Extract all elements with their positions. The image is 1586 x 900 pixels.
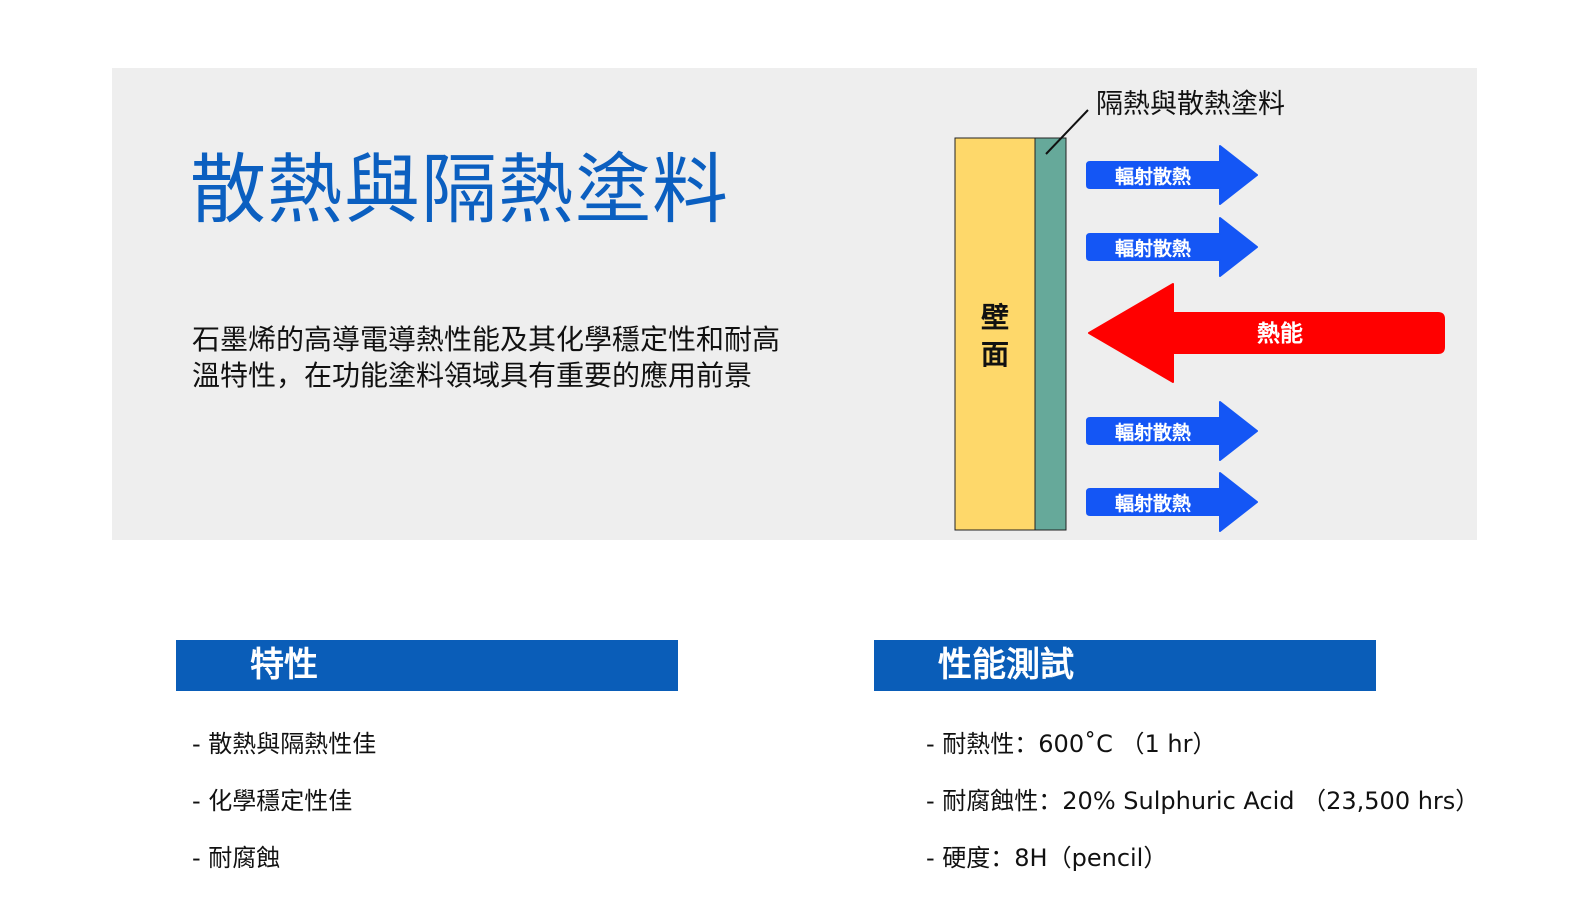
radiation-label: 輻射散熱: [1115, 492, 1191, 515]
heat-label: 熱能: [1257, 320, 1303, 347]
description-line-1: 石墨烯的高導電導熱性能及其化學穩定性和耐高: [192, 323, 781, 356]
radiation-arrow-shape: [1086, 472, 1258, 532]
list-item: - 硬度：8H（pencil）: [926, 844, 1168, 872]
radiation-arrow: 輻射散熱: [1086, 145, 1258, 205]
radiation-arrow: 輻射散熱: [1086, 472, 1258, 532]
tests-list: - 耐熱性：600˚C （1 hr） - 耐腐蝕性：20% Sulphuric …: [926, 729, 1479, 900]
coating-layer: [1034, 137, 1067, 531]
description-line-2: 溫特性，在功能塗料領域具有重要的應用前景: [192, 359, 753, 392]
radiation-label: 輻射散熱: [1115, 421, 1191, 444]
list-item: - 化學穩定性佳: [192, 787, 353, 815]
properties-header-label: 特性: [250, 645, 318, 685]
properties-list: - 散熱與隔熱性佳 - 化學穩定性佳 - 耐腐蝕: [192, 729, 376, 900]
wall-label-2: 面: [981, 338, 1009, 371]
wall-label-1: 壁: [981, 301, 1009, 334]
list-item: - 散熱與隔熱性佳: [192, 730, 377, 758]
properties-header: 特性: [176, 640, 678, 691]
radiation-label: 輻射散熱: [1115, 165, 1191, 188]
radiation-arrow-shape: [1086, 145, 1258, 205]
radiation-arrow-shape: [1086, 401, 1258, 461]
tests-header-label: 性能測試: [938, 645, 1074, 685]
wall-block: [954, 137, 1036, 531]
radiation-label: 輻射散熱: [1115, 237, 1191, 260]
radiation-arrow: 輻射散熱: [1086, 401, 1258, 461]
list-item: - 耐熱性：600˚C （1 hr）: [926, 730, 1217, 758]
heat-arrow-shape: [1088, 283, 1445, 383]
tests-header: 性能測試: [874, 640, 1376, 691]
page-title: 散熱與隔熱塗料: [190, 145, 729, 234]
heat-arrow: 熱能: [1088, 283, 1445, 383]
radiation-arrow-shape: [1086, 217, 1258, 277]
list-item: - 耐腐蝕: [192, 844, 281, 872]
coating-leader-line: [1045, 109, 1089, 155]
top-panel: [112, 68, 1477, 540]
description: 石墨烯的高導電導熱性能及其化學穩定性和耐高 溫特性，在功能塗料領域具有重要的應用…: [192, 322, 852, 394]
coating-label: 隔熱與散熱塗料: [1096, 89, 1285, 120]
list-item: - 耐腐蝕性：20% Sulphuric Acid （23,500 hrs）: [926, 787, 1480, 815]
radiation-arrow: 輻射散熱: [1086, 217, 1258, 277]
